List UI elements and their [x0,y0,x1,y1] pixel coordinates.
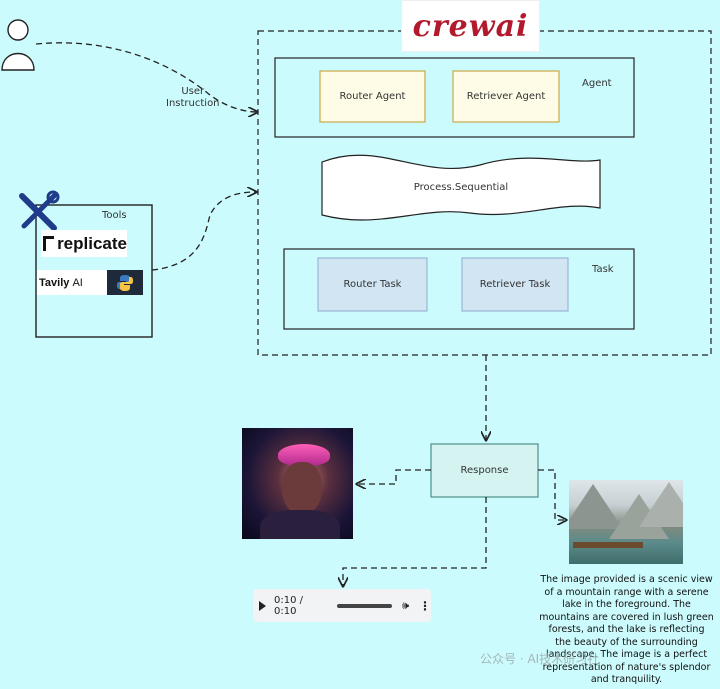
process-shape [321,154,601,221]
router-task-box [317,257,428,312]
response-box [430,443,539,498]
generated-portrait-image [242,428,353,539]
boat-dock [573,542,643,548]
router-agent-box [319,70,426,123]
portrait-face [282,462,322,514]
retriever-task-box [461,257,569,312]
logo-text: crewai [412,8,529,44]
tools-icon [19,190,60,231]
mountain-right [639,482,683,527]
retriever-agent-box [452,70,560,123]
task-group-box [283,248,635,330]
response-to-landscape-arrow [538,469,566,520]
image-caption: The image provided is a scenic view of a… [539,574,714,685]
tools-label: Tools [102,210,127,221]
user-icon [1,19,35,71]
tavily-label: Tavily [39,276,70,289]
landscape-image [569,480,683,564]
response-to-audio-arrow [343,497,487,586]
more-icon[interactable]: ⋮ [419,598,431,613]
replicate-mark-icon [43,236,55,251]
volume-icon[interactable]: 🕪 [402,598,409,612]
watermark: 公众号 · AI技术研习社 [480,652,600,666]
audio-progress-bar[interactable] [337,603,393,608]
tools-panel-box [35,204,153,338]
audio-time: 0:10 / 0:10 [274,594,304,617]
neon-visor [278,444,330,466]
play-icon[interactable] [259,600,266,611]
portrait-shoulder [260,510,340,539]
response-to-image-arrow [357,469,431,484]
agent-group-box [274,57,635,138]
user-to-crew-arrow [35,42,257,112]
user-instruction-label: User Instruction [166,86,220,109]
python-icon [107,270,143,295]
agent-group-label: Agent [582,78,612,89]
replicate-logo: replicate [41,230,127,257]
router-task-label: Router Task [343,279,402,290]
task-group-label: Task [592,264,614,275]
retriever-agent-label: Retriever Agent [466,91,546,102]
audio-player[interactable]: 0:10 / 0:10 🕪 ⋮ [253,589,431,622]
router-agent-label: Router Agent [339,91,406,102]
replicate-label: replicate [57,233,127,253]
response-label: Response [460,465,509,476]
tavily-logo: Tavily AI [37,270,143,295]
process-label: Process.Sequential [413,181,509,193]
retriever-task-label: Retriever Task [479,279,551,290]
crewai-logo: crewai [401,0,540,52]
tavily-suffix: AI [72,276,83,289]
crew-container [257,30,712,356]
tools-to-crew-arrow [151,192,256,271]
